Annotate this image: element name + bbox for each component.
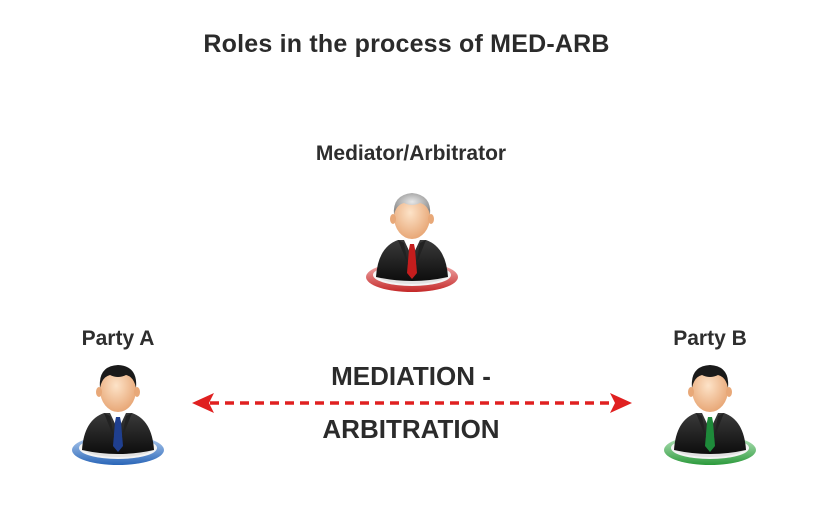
businessman-icon — [664, 365, 756, 465]
businessman-icon — [366, 193, 458, 292]
party-b-businessman-icon — [660, 358, 760, 470]
party-b-label: Party B — [673, 327, 747, 350]
businessman-icon — [72, 365, 164, 465]
party-a-label: Party A — [81, 327, 155, 350]
double-arrow-icon — [192, 393, 632, 413]
relation-label-line2: ARBITRATION — [322, 414, 500, 444]
relation-label-line1: MEDIATION - — [331, 361, 491, 391]
party-a-businessman-icon — [68, 358, 168, 470]
mediator-businessman-icon — [362, 185, 462, 297]
mediator-label: Mediator/Arbitrator — [315, 142, 507, 165]
diagram-title: Roles in the process of MED-ARB — [203, 30, 610, 58]
double-headed-dashed-arrow — [190, 391, 634, 415]
